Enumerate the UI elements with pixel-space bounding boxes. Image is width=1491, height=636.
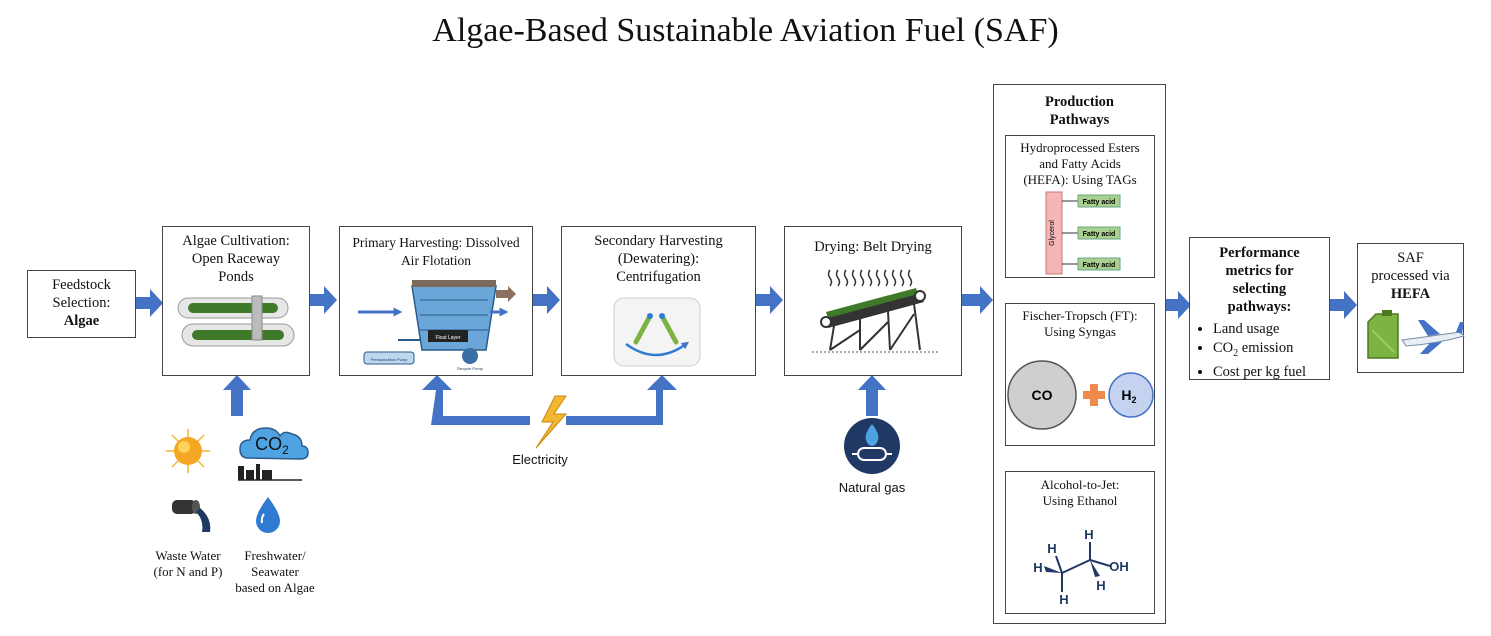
metrics-heading-1: Performance — [1219, 245, 1300, 261]
natural-gas-burner-icon — [844, 418, 900, 474]
metric-co2-emission: CO2 emission — [1213, 339, 1306, 363]
ft-label-1: Fischer-Tropsch (FT): — [1022, 308, 1138, 323]
cultivation-label-3: Ponds — [218, 269, 254, 285]
fatty-acid-text-3: Fatty acid — [1083, 262, 1116, 269]
primary-label-2: Air Flotation — [400, 253, 472, 268]
waste-water-label-2: (for N and P) — [153, 564, 223, 579]
saf-label-1: SAF — [1397, 250, 1424, 266]
atj-oh: OH — [1109, 559, 1129, 574]
feedstock-label-1: Feedstock — [52, 277, 111, 293]
hefa-label-3: (HEFA): Using TAGs — [1023, 172, 1137, 187]
secondary-label-3: Centrifugation — [616, 269, 701, 285]
metrics-heading-3: selecting — [1232, 281, 1287, 297]
atj-h-5: H — [1096, 578, 1105, 593]
atj-label-2: Using Ethanol — [1042, 493, 1118, 508]
cultivation-label-1: Algae Cultivation: — [182, 233, 290, 249]
metrics-list: Land usage CO2 emission Cost per kg fuel — [1191, 320, 1306, 382]
h2-circle — [1108, 372, 1154, 418]
saf-label-2: processed via — [1371, 268, 1450, 284]
atj-h-1: H — [1047, 541, 1056, 556]
electricity-label: Electricity — [512, 452, 568, 467]
atj-h-4: H — [1084, 527, 1093, 542]
hefa-label-2: and Fatty Acids — [1039, 156, 1121, 171]
sun-icon — [166, 429, 210, 473]
secondary-label-1: Secondary Harvesting — [594, 233, 723, 249]
freshwater-label-3: based on Algae — [235, 580, 315, 595]
co-text: CO — [1032, 387, 1053, 403]
saf-value: HEFA — [1390, 286, 1431, 302]
fatty-acid-text-1: Fatty acid — [1083, 199, 1116, 206]
glycerol-text: Glycerol — [1049, 220, 1056, 246]
feedstock-value: Algae — [63, 313, 100, 329]
atj-h-3: H — [1059, 592, 1068, 607]
recycle-pump-tag: Recycle Pump — [457, 366, 484, 371]
pathways-heading-2: Pathways — [1049, 112, 1110, 128]
diagram-title: Algae-Based Sustainable Aviation Fuel (S… — [432, 12, 1059, 49]
fuel-can-icon — [1367, 310, 1399, 359]
feedstock-label-2: Selection: — [52, 295, 111, 311]
fatty-acid-box-2 — [1077, 226, 1121, 240]
pressurization-pump-tag: Pressurization Pump — [371, 357, 409, 362]
lightning-icon — [535, 395, 568, 449]
waste-water-pipe-icon — [172, 500, 211, 532]
h2-text: H2 — [1121, 387, 1136, 405]
electricity-connector — [422, 375, 677, 425]
atj-h-2: H — [1033, 560, 1042, 575]
fatty-acid-box-1 — [1077, 194, 1121, 208]
atj-label-1: Alcohol-to-Jet: — [1040, 477, 1120, 492]
co2-cloud-icon — [238, 427, 309, 481]
metric-cost: Cost per kg fuel — [1213, 363, 1306, 382]
performance-metrics-box — [1189, 237, 1330, 380]
hefa-label-1: Hydroprocessed Esters — [1020, 140, 1140, 155]
alcohol-to-jet-box — [1005, 471, 1155, 614]
primary-label-1: Primary Harvesting: Dissolved — [352, 235, 520, 250]
cultivation-label-2: Open Raceway — [191, 251, 281, 267]
co2-text: CO2 — [255, 434, 289, 457]
metrics-heading-2: metrics for — [1225, 263, 1294, 279]
float-layer-tag: Float Layer — [435, 335, 460, 341]
metric-land-usage: Land usage — [1213, 320, 1306, 339]
drying-label-1: Drying: Belt Drying — [814, 239, 932, 255]
feedstock-box — [27, 270, 136, 338]
co-circle — [1007, 360, 1077, 430]
fatty-acid-text-2: Fatty acid — [1083, 231, 1116, 238]
natural-gas-label: Natural gas — [838, 480, 906, 495]
water-drop-icon — [256, 497, 280, 533]
freshwater-label-2: Seawater — [251, 564, 299, 579]
ft-label-2: Using Syngas — [1044, 324, 1116, 339]
fatty-acid-box-3 — [1077, 257, 1121, 271]
metrics-heading-4: pathways: — [1227, 299, 1292, 315]
secondary-label-2: (Dewatering): — [617, 251, 700, 267]
freshwater-label-1: Freshwater/ — [244, 548, 306, 563]
airplane-icon — [1401, 320, 1465, 354]
plus-icon — [1083, 384, 1105, 406]
waste-water-label-1: Waste Water — [155, 548, 221, 563]
pathways-heading-1: Production — [1044, 94, 1115, 110]
horizontal-arrows — [136, 286, 1357, 416]
